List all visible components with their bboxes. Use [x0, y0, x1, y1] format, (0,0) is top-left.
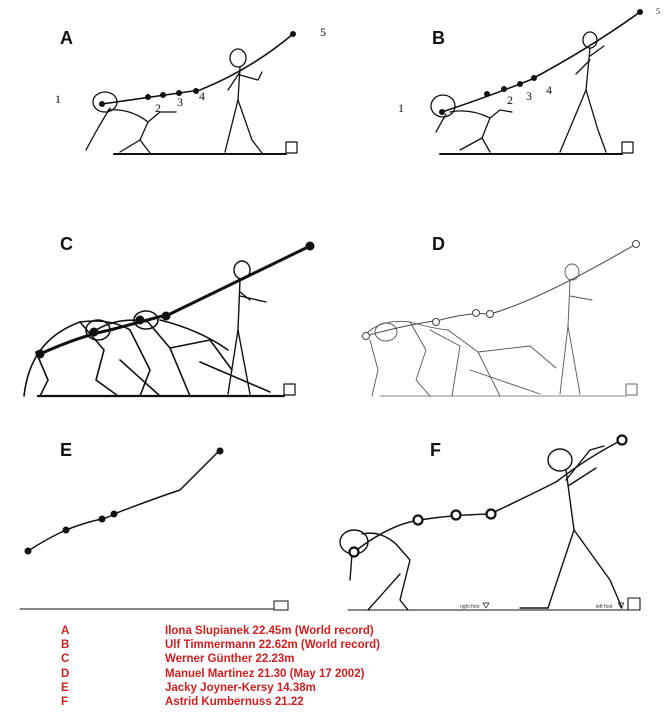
legend-key: A [60, 624, 165, 638]
panel-a-crouching-figure [86, 92, 176, 153]
panel-a-phase-2: 2 [155, 101, 161, 115]
legend-text: Astrid Kumbernuss 21.22 [165, 695, 304, 709]
panel-f-shot-points [350, 436, 627, 557]
panel-f-left-foot-label: left foot [596, 604, 613, 610]
panel-b-phase-5: 5 [656, 7, 660, 16]
panel-b: B 1 2 3 4 [398, 7, 660, 154]
panel-d-trajectory [366, 244, 636, 336]
legend-row: E Jacky Joyner-Kersy 14.38m [60, 681, 620, 695]
legend-key: D [60, 667, 165, 681]
panel-e-letter: E [60, 440, 72, 460]
panel-a-standing-figure [225, 49, 262, 153]
panel-c-letter: C [60, 234, 73, 254]
legend-text: Ilona Slupianek 22.45m (World record) [165, 624, 374, 638]
panel-d-letter: D [432, 234, 445, 254]
panel-f: F right foot left foot [340, 436, 640, 611]
panel-d-shot-points [363, 241, 640, 340]
panel-e-shot-points [25, 448, 224, 555]
panel-b-phase-4: 4 [546, 83, 552, 97]
panel-e-trajectory [28, 450, 220, 551]
panel-d: D [363, 234, 640, 396]
legend-text: Manuel Martinez 21.30 (May 17 2002) [165, 667, 364, 681]
legend-key: E [60, 681, 165, 695]
panel-a-phase-1: 1 [55, 92, 61, 106]
panel-f-right-foot-label: right foot [460, 604, 480, 610]
legend-key: C [60, 652, 165, 666]
panel-f-letter: F [430, 440, 441, 460]
panel-f-stop-board [628, 598, 640, 610]
panel-a: A 1 2 [55, 25, 326, 154]
panel-d-stop-board [626, 384, 637, 395]
panel-c-shot-points [36, 242, 315, 359]
legend-text: Ulf Timmermann 22.62m (World record) [165, 638, 380, 652]
panel-c: C [24, 234, 315, 396]
legend-text: Werner Günther 22.23m [165, 652, 295, 666]
panel-c-standing-figure [228, 261, 266, 394]
panel-f-right-foot-marker [483, 603, 489, 608]
panel-b-stop-board [622, 142, 633, 153]
panel-b-phase-1: 1 [398, 101, 404, 115]
legend-row: F Astrid Kumbernuss 21.22 [60, 695, 620, 709]
panel-f-trajectory [354, 440, 622, 552]
panel-e-stop-board [274, 601, 288, 610]
panel-b-phase-3: 3 [526, 89, 532, 103]
legend-row: B Ulf Timmermann 22.62m (World record) [60, 638, 620, 652]
panel-b-phase-2: 2 [507, 93, 513, 107]
panel-d-figure-sequence [364, 321, 556, 396]
panel-e: E [20, 440, 288, 610]
legend-key: F [60, 695, 165, 709]
athlete-legend: A Ilona Slupianek 22.45m (World record) … [60, 624, 620, 709]
panel-f-crouching-figure [340, 530, 410, 610]
panel-b-letter: B [432, 28, 445, 48]
panel-b-crouching-figure [431, 95, 512, 152]
panel-a-stop-board [286, 142, 297, 153]
legend-row: C Werner Günther 22.23m [60, 652, 620, 666]
panel-c-figure-sequence [24, 311, 270, 396]
panel-b-shot-points [439, 9, 643, 115]
panel-a-shot-points [99, 31, 296, 107]
panel-b-trajectory [442, 12, 640, 112]
panel-a-phase-5: 5 [320, 25, 326, 39]
panel-c-trajectory [40, 246, 310, 354]
panel-c-stop-board [284, 384, 295, 395]
legend-text: Jacky Joyner-Kersy 14.38m [165, 681, 316, 695]
legend-key: B [60, 638, 165, 652]
legend-row: D Manuel Martinez 21.30 (May 17 2002) [60, 667, 620, 681]
panel-a-phase-4: 4 [199, 89, 205, 103]
panel-a-letter: A [60, 28, 73, 48]
legend-row: A Ilona Slupianek 22.45m (World record) [60, 624, 620, 638]
panel-a-phase-3: 3 [177, 95, 183, 109]
